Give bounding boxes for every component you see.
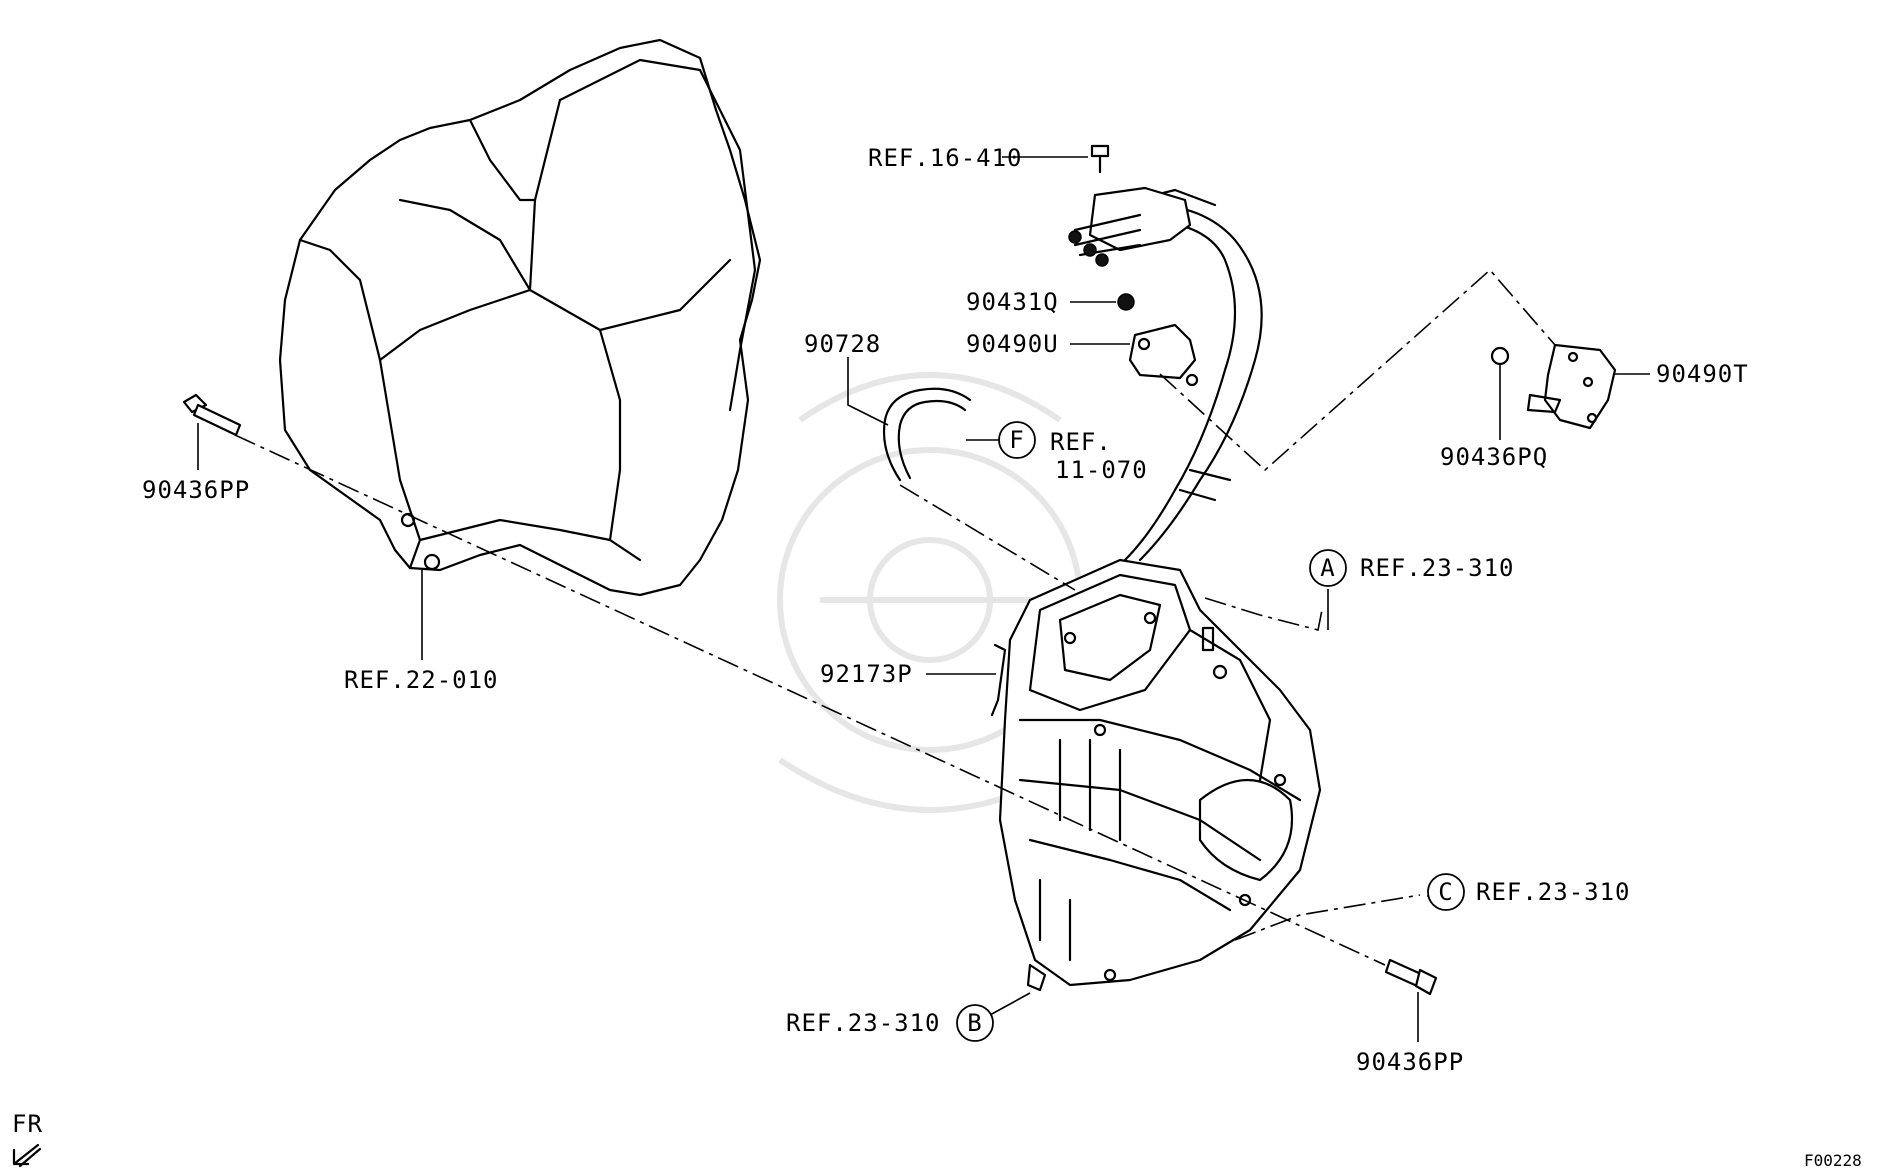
callout-90436PP-left[interactable]: 90436PP <box>142 476 250 504</box>
wire-harness[interactable] <box>1113 188 1263 562</box>
callout-ref-23-310-b[interactable]: REF.23-310 <box>786 1009 941 1037</box>
svg-text:C: C <box>1438 878 1453 906</box>
circle-ref-c: C <box>1427 873 1465 911</box>
bolt-90436PP-right[interactable] <box>1384 958 1438 996</box>
bolt-90436PP-left[interactable] <box>182 393 242 437</box>
callout-ref-23-310-c[interactable]: REF.23-310 <box>1476 878 1631 906</box>
callout-90431Q[interactable]: 90431Q <box>966 288 1059 316</box>
transmission-control-module[interactable] <box>998 558 1322 992</box>
bracket-90490U[interactable] <box>1128 323 1199 387</box>
front-direction-indicator: FR <box>12 1110 43 1168</box>
svg-text:F: F <box>1009 426 1024 454</box>
callout-ref-16-410[interactable]: REF.16-410 <box>868 144 1023 172</box>
alignment-lines <box>234 268 1556 966</box>
figure-code: F00228 <box>1804 1151 1862 1170</box>
callout-90436PP-right[interactable]: 90436PP <box>1356 1048 1464 1076</box>
callout-ref-f-line2[interactable]: 11-070 <box>1055 456 1148 484</box>
callout-90490T[interactable]: 90490T <box>1656 360 1749 388</box>
circle-ref-a: A <box>1309 549 1347 587</box>
callout-90728[interactable]: 90728 <box>804 330 881 358</box>
callout-90436PQ[interactable]: 90436PQ <box>1440 443 1548 471</box>
callout-92173P[interactable]: 92173P <box>820 660 913 688</box>
circle-ref-b: B <box>956 1004 994 1042</box>
hose-90728[interactable] <box>882 387 972 482</box>
bracket-90490T[interactable] <box>1526 343 1617 430</box>
transmission-case[interactable] <box>278 38 762 597</box>
callout-ref-f-line1[interactable]: REF. <box>1050 428 1112 456</box>
callout-ref-23-310-a[interactable]: REF.23-310 <box>1360 554 1515 582</box>
bolt-90436PQ[interactable] <box>1490 346 1510 366</box>
svg-text:B: B <box>967 1009 982 1037</box>
callout-90490U[interactable]: 90490U <box>966 330 1059 358</box>
front-label: FR <box>12 1110 43 1138</box>
harness-connector[interactable] <box>1068 186 1192 267</box>
callout-ref-22-010[interactable]: REF.22-010 <box>344 666 499 694</box>
front-arrow-icon <box>12 1143 42 1168</box>
nut-90431Q[interactable] <box>1117 293 1135 311</box>
bolt-ref-16-410[interactable] <box>1090 144 1110 174</box>
circle-ref-f: F <box>998 421 1036 459</box>
svg-text:A: A <box>1320 554 1335 582</box>
gasket-92173P[interactable] <box>990 643 1007 717</box>
